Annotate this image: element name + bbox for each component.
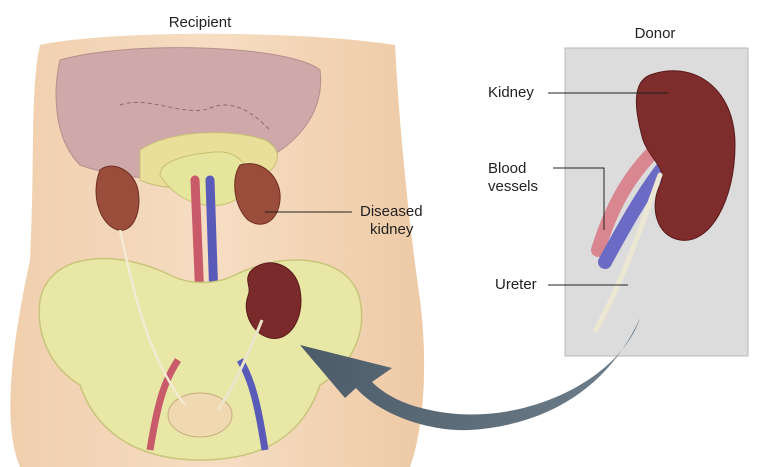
transfer-arrow [300,318,640,431]
label-diseased-kidney: Diseased kidney [360,203,423,239]
label-diseased-kidney-line1: Diseased [360,203,423,220]
donor-title: Donor [635,25,676,42]
donor-kidney [635,70,736,241]
blood-vessels-leader [553,167,605,230]
recipient-title: Recipient [169,14,232,31]
liver-dashed-line [119,101,271,131]
label-kidney: Kidney [488,84,534,101]
transplanted-kidney [245,262,302,339]
label-diseased-kidney-line2: kidney [370,221,414,238]
label-blood-vessels-line1: Blood [488,160,527,177]
diseased-kidney-right [234,163,281,225]
iliac-artery [146,358,181,451]
donor-artery [591,143,662,257]
label-blood-vessels-line2: vessels [488,178,539,195]
diseased-kidney-left [95,165,140,231]
label-blood-vessels: Blood vessels [488,160,538,196]
bladder [167,392,233,438]
transplanted-ureter [216,319,264,411]
donor-ureter [593,172,663,333]
recipient-ureter-left [118,229,186,406]
label-ureter: Ureter [495,276,537,293]
